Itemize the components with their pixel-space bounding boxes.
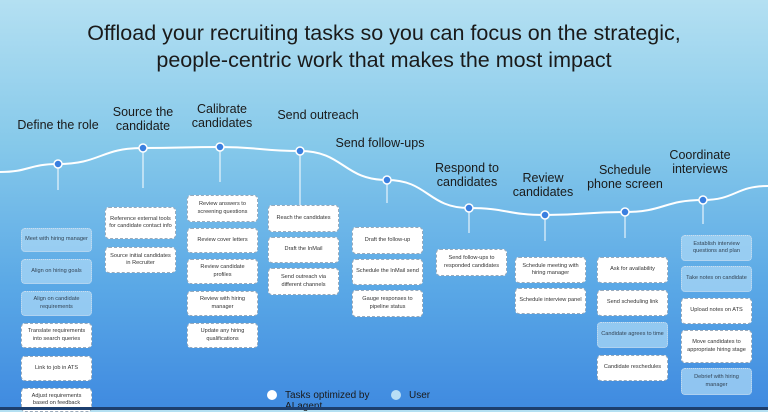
ai-task-card: Draft the follow-up xyxy=(352,227,423,254)
stage-title: Send follow-ups xyxy=(335,136,425,150)
stage-title: Source the candidate xyxy=(112,105,174,133)
stage-dot xyxy=(382,175,392,185)
stage-dot xyxy=(138,143,148,153)
user-task-card: Take notes on candidate xyxy=(681,266,752,292)
title-line-2: people-centric work that makes the most … xyxy=(156,48,612,72)
stage-title: Schedule phone screen xyxy=(587,163,663,191)
ai-task-card: Schedule interview panel xyxy=(515,288,586,314)
bottom-bar xyxy=(0,407,768,410)
ai-task-card: Source initial candidates in Recruiter xyxy=(105,247,176,273)
ai-task-card: Move candidates to appropriate hiring st… xyxy=(681,330,752,363)
legend-user-label: User xyxy=(409,390,431,401)
legend-ai-label: Tasks optimized by AI agent xyxy=(285,390,370,412)
page-title: Offload your recruiting tasks so you can… xyxy=(0,20,768,74)
stage-title: Send outreach xyxy=(277,108,359,122)
ai-task-card: Upload notes on ATS xyxy=(681,298,752,324)
stage-dot xyxy=(540,210,550,220)
ai-task-card: Schedule meeting with hiring manager xyxy=(515,257,586,283)
ai-task-card: Draft the InMail xyxy=(268,237,339,263)
ai-task-card: Reference external tools for candidate c… xyxy=(105,207,176,239)
user-swatch-icon xyxy=(391,390,401,400)
stage-title: Respond to candidates xyxy=(435,161,499,189)
stage-dot xyxy=(698,195,708,205)
stage-dot xyxy=(620,207,630,217)
user-task-card: Debrief with hiring manager xyxy=(681,368,752,395)
ai-task-card: Send outreach via different channels xyxy=(268,268,339,295)
ai-task-card: Review answers to screening questions xyxy=(187,195,258,222)
ai-task-card: Schedule the InMail send xyxy=(352,259,423,285)
stage-title: Define the role xyxy=(17,118,99,132)
ai-task-card: Send follow-ups to responded candidates xyxy=(436,249,507,276)
ai-task-card: Review cover letters xyxy=(187,228,258,253)
legend-ai: Tasks optimized by AI agent xyxy=(267,390,377,412)
ai-task-card: Link to job in ATS xyxy=(21,356,92,381)
ai-task-card: Ask for availability xyxy=(597,257,668,283)
ai-task-card: Candidate reschedules xyxy=(597,355,668,381)
ai-task-card: Update any hiring qualifications xyxy=(187,323,258,348)
title-line-1: Offload your recruiting tasks so you can… xyxy=(87,21,681,45)
ai-swatch-icon xyxy=(267,390,277,400)
ai-task-card: Send scheduling link xyxy=(597,290,668,316)
user-task-card: Establish interview questions and plan xyxy=(681,235,752,261)
user-task-card: Align on candidate requirements xyxy=(21,291,92,316)
user-task-card: Meet with hiring manager xyxy=(21,228,92,252)
stage-dot xyxy=(53,159,63,169)
stage-title: Calibrate candidates xyxy=(191,102,253,130)
ai-task-card: Translate requirements into search queri… xyxy=(21,323,92,348)
user-task-card: Candidate agrees to time xyxy=(597,322,668,348)
stage-dot xyxy=(464,203,474,213)
ai-task-card: Reach the candidates xyxy=(268,205,339,232)
stage-title: Review candidates xyxy=(512,171,574,199)
ai-task-card: Gauge responses to pipeline status xyxy=(352,290,423,317)
stage-dot xyxy=(295,146,305,156)
user-task-card: Align on hiring goals xyxy=(21,259,92,284)
stage-title: Coordinate interviews xyxy=(669,148,731,176)
ai-task-card: Review candidate profiles xyxy=(187,259,258,284)
stage-dot xyxy=(215,142,225,152)
legend-user: User xyxy=(391,390,430,401)
ai-task-card: Review with hiring manager xyxy=(187,291,258,316)
